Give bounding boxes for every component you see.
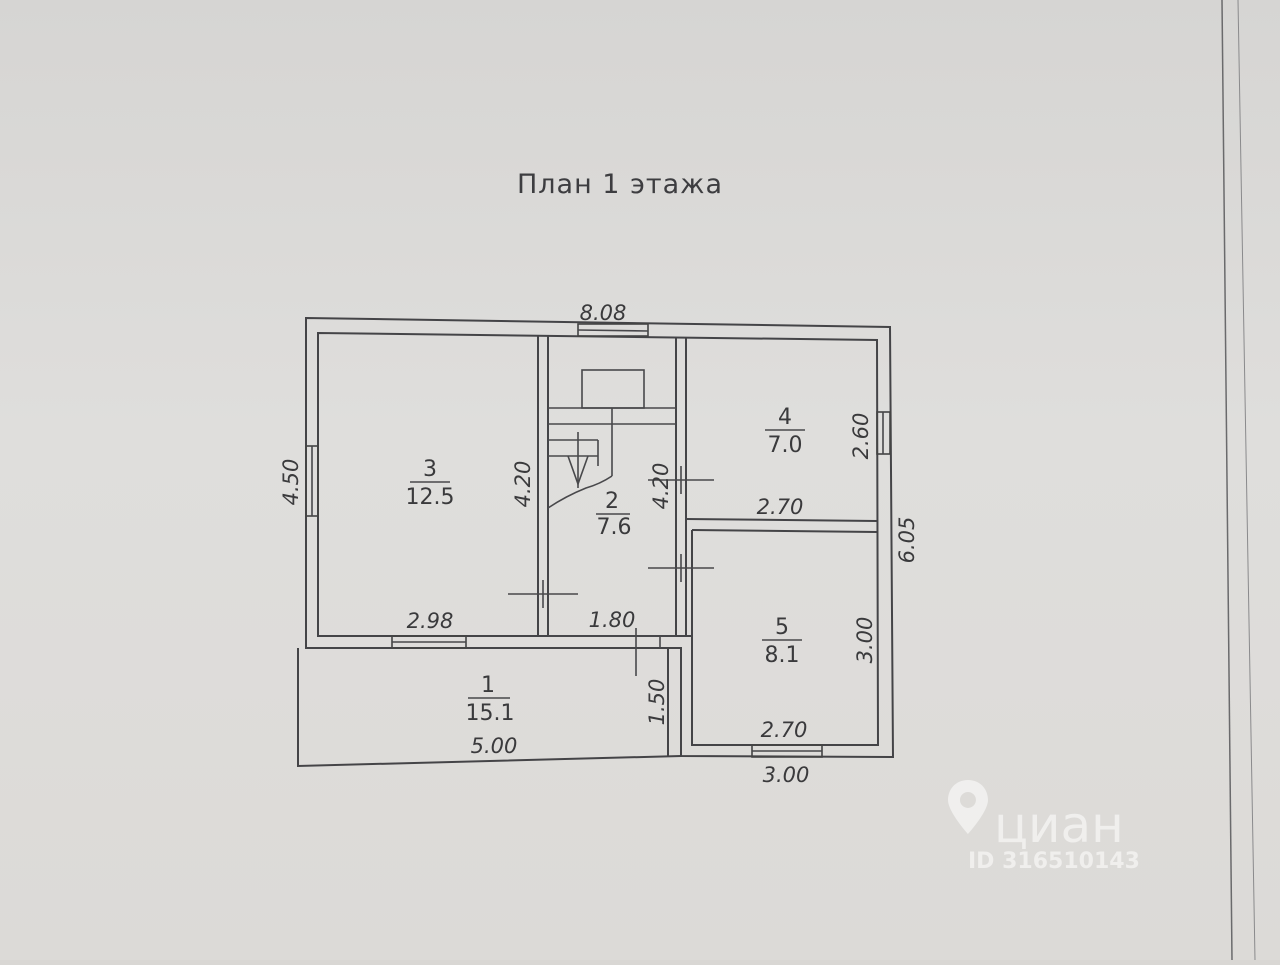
room-1-number: 1 [481, 673, 495, 698]
dim-room3-bottom: 2.98 [407, 609, 454, 633]
dim-room4-right: 2.60 [849, 413, 873, 460]
room-4-area: 7.0 [768, 433, 803, 458]
dim-left-height: 4.50 [279, 459, 303, 506]
room-labels: 3 12.5 2 7.6 4 7.0 5 8.1 1 15.1 [406, 405, 805, 726]
watermark-id: ID 316510143 [968, 849, 1140, 874]
dim-room5-bottom: 2.70 [761, 718, 808, 742]
watermark: циан ID 316510143 [948, 780, 1140, 874]
plan-title: План 1 этажа [517, 169, 723, 200]
room-2-area: 7.6 [597, 515, 632, 540]
dim-stair-right: 4.20 [649, 463, 673, 510]
dim-porch-right: 1.50 [645, 679, 669, 726]
dim-top-width: 8.08 [580, 301, 627, 325]
dim-right-block-width: 3.00 [763, 763, 810, 787]
dim-porch-bottom: 5.00 [471, 734, 518, 758]
dim-overall-right: 6.05 [895, 517, 919, 564]
stair-curve [547, 475, 613, 509]
watermark-brand: циан [994, 796, 1124, 854]
dim-corridor-bottom: 1.80 [589, 608, 636, 632]
stair-landing [581, 369, 645, 409]
door-marks [508, 466, 714, 676]
room-1-area: 15.1 [466, 701, 515, 726]
frame-line [1221, 0, 1233, 961]
room-4-number: 4 [778, 405, 792, 430]
walls [297, 316, 895, 768]
dim-room4-bottom: 2.70 [757, 495, 804, 519]
room-3-number: 3 [423, 457, 437, 482]
dimensions: 8.08 4.50 4.20 4.20 2.60 2.70 6.05 2.98 … [279, 301, 919, 787]
windows [305, 323, 891, 758]
dim-room5-right: 3.00 [853, 617, 877, 664]
room-3-area: 12.5 [406, 485, 455, 510]
partition-4-5-b [691, 529, 878, 533]
location-pin-icon [948, 780, 988, 834]
partition-4-5-a [685, 518, 878, 522]
porch-outline [297, 648, 682, 768]
staircase [547, 369, 676, 509]
dim-room3-right: 4.20 [511, 461, 535, 508]
window-top-pane [577, 329, 649, 332]
stair-arrow-head-icon [567, 455, 589, 487]
room-5-area: 8.1 [765, 643, 800, 668]
frame-line-outer [1237, 0, 1256, 961]
room-5-number: 5 [775, 615, 789, 640]
room-2-number: 2 [605, 489, 619, 514]
